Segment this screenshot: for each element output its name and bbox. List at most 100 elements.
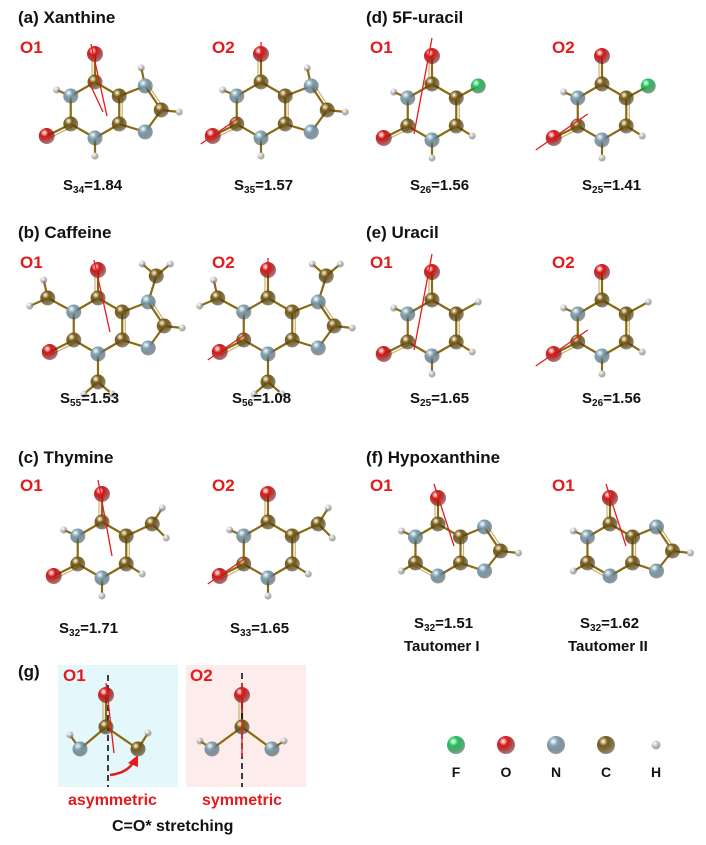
atom-c <box>284 556 300 572</box>
atom-n <box>66 304 82 320</box>
fluorouracil-o2-molecule <box>535 48 656 162</box>
atom-h <box>144 729 152 737</box>
atom-n <box>477 563 493 579</box>
atom-h <box>175 108 183 116</box>
panel-b-right-s: S56=1.08 <box>232 390 292 409</box>
atom-c <box>493 543 509 559</box>
atom-o <box>45 568 62 584</box>
atom-n <box>310 294 326 310</box>
atom-c <box>602 516 618 532</box>
atom-c <box>448 306 464 322</box>
atom-c <box>448 90 464 106</box>
thymine-o2-molecule <box>207 486 336 600</box>
atom-h <box>428 370 436 378</box>
caffeine-o2-molecule <box>196 258 356 398</box>
atom-c <box>229 116 245 132</box>
atom-h <box>638 348 646 356</box>
atom-n <box>407 529 423 545</box>
atom-h <box>166 260 174 268</box>
atom-n <box>594 132 610 148</box>
atom-c <box>665 543 681 559</box>
atom-h <box>304 570 312 578</box>
atom-h <box>397 567 405 575</box>
atom-c <box>284 332 300 348</box>
atom-o <box>94 486 110 502</box>
atom-h <box>468 348 476 356</box>
atom-h <box>91 152 99 160</box>
asymmetric-stretch-molecule <box>66 675 152 787</box>
atom-c <box>98 719 114 735</box>
displacement-vector <box>207 557 247 585</box>
panel-b-right-tag: O2 <box>212 253 235 272</box>
atom-h <box>138 570 146 578</box>
atom-c <box>260 290 276 306</box>
panel-c-left-s: S32=1.71 <box>59 620 119 639</box>
atom-h <box>428 154 436 162</box>
atom-h <box>60 526 68 534</box>
atom-h <box>226 526 234 534</box>
tautomer-2-label: Tautomer II <box>568 638 648 655</box>
atom-c <box>260 374 276 390</box>
atom-h <box>560 88 568 96</box>
atom-c <box>424 292 440 308</box>
symmetric-stretch-molecule <box>196 673 288 787</box>
atom-h <box>687 549 695 557</box>
legend-label-h: H <box>651 764 661 780</box>
atom-h <box>40 276 48 284</box>
panel-a-left-s: S34=1.84 <box>63 177 123 196</box>
atom-c <box>40 290 56 306</box>
legend-label-c: C <box>601 764 611 780</box>
atom-h <box>598 370 606 378</box>
atom-h <box>196 737 204 745</box>
atom-c <box>253 74 269 90</box>
atom-o <box>594 48 610 64</box>
atom-n <box>303 124 319 140</box>
atom-c <box>111 88 127 104</box>
atom-n <box>137 124 153 140</box>
atom-h <box>196 302 204 310</box>
atom-c <box>148 268 164 284</box>
atom-n <box>310 340 326 356</box>
panel-g-right-tag: O2 <box>190 666 213 685</box>
atom-c <box>63 116 79 132</box>
atom-o <box>38 128 55 144</box>
atom-n <box>90 346 106 362</box>
panel-a-right-tag: O2 <box>212 38 235 57</box>
atom-c <box>319 102 335 118</box>
thymine-o1-molecule <box>45 479 170 600</box>
atom-c <box>210 290 226 306</box>
atom-h <box>324 504 332 512</box>
panel-c-right-tag: O2 <box>212 476 235 495</box>
atom-c <box>277 88 293 104</box>
atom-h <box>474 298 482 306</box>
atom-h <box>26 302 34 310</box>
atom-h <box>178 324 186 332</box>
atom-h <box>644 298 652 306</box>
atom-c <box>284 528 300 544</box>
atom-c <box>618 118 634 134</box>
atom-n <box>264 741 280 757</box>
atom-c <box>594 76 610 92</box>
atom-c <box>111 116 127 132</box>
panel-f-right-s: S32=1.62 <box>580 615 640 634</box>
atom-c <box>130 741 146 757</box>
atom-n <box>570 90 586 106</box>
atom-h <box>278 390 286 398</box>
atom-n <box>400 306 416 322</box>
atom-n <box>649 519 665 535</box>
arrow-head <box>128 755 138 767</box>
atom-n <box>204 741 220 757</box>
panel-c-left-tag: O1 <box>20 476 43 495</box>
atom-h <box>560 304 568 312</box>
atom-c <box>579 555 595 571</box>
atom-c <box>625 529 641 545</box>
atom-h <box>158 504 166 512</box>
atom-c <box>144 516 160 532</box>
displacement-vector <box>105 682 115 754</box>
displacement-vector <box>200 117 240 145</box>
atom-n <box>424 132 440 148</box>
atom-h <box>108 390 116 398</box>
atom-h <box>138 260 146 268</box>
legend-swatch-o <box>497 736 515 754</box>
atom-h <box>397 527 405 535</box>
